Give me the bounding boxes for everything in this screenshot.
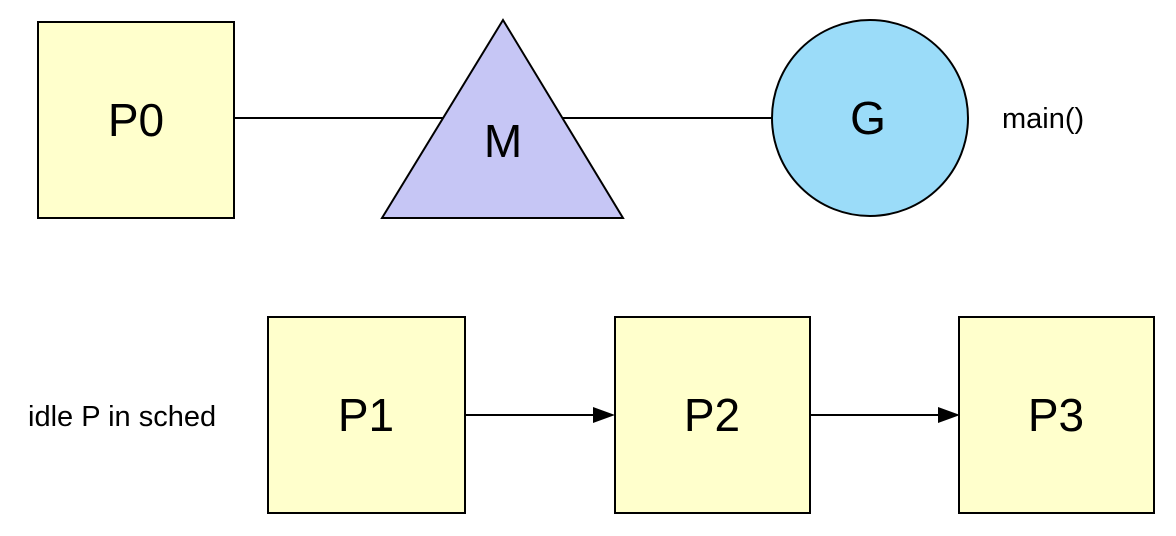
p0-box (37, 21, 235, 219)
g-circle (771, 19, 969, 217)
p0-label: P0 (108, 94, 164, 146)
p3-label: P3 (1028, 389, 1084, 441)
arrow-p2-p3-head (938, 407, 960, 423)
p1-label: P1 (338, 389, 394, 441)
main-annotation: main() (1002, 103, 1084, 135)
idle-p-caption: idle P in sched (28, 401, 216, 433)
m-triangle (380, 18, 625, 219)
p2-label: P2 (684, 389, 740, 441)
g-label: G (850, 92, 886, 144)
arrow-p1-p2-head (593, 407, 615, 423)
p2-box (614, 316, 811, 514)
m-label: M (484, 115, 522, 167)
p3-box (958, 316, 1155, 514)
